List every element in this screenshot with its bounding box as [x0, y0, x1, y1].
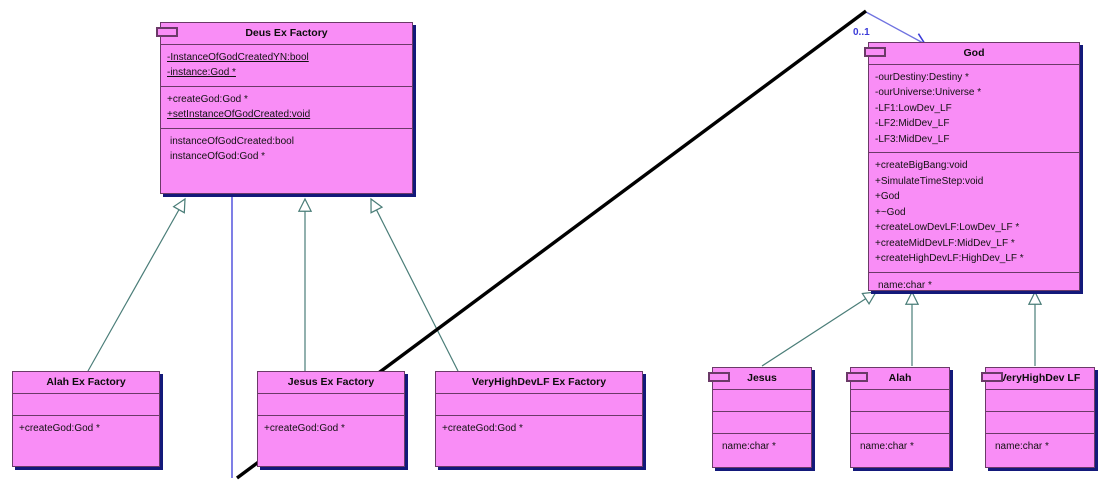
class-attribute: -LF3:MidDev_LF	[875, 133, 950, 145]
class-extras-alah: name:char *	[851, 432, 949, 460]
class-stereotype-tab-icon	[708, 372, 730, 382]
class-stereotype-tab-icon	[156, 27, 178, 37]
class-extra: name:char *	[860, 440, 914, 452]
class-stereotype-tab-icon	[981, 372, 1003, 382]
generalization-jesus-to-god	[761, 291, 878, 367]
class-operation: +SimulateTimeStep:void	[875, 175, 984, 187]
class-box-veryhighdevlf-ex-factory[interactable]: VeryHighDevLF Ex Factory +createGod:God …	[435, 371, 643, 467]
class-attribute: -LF1:LowDev_LF	[875, 102, 952, 114]
generalization-alah-factory-to-deus	[87, 197, 186, 372]
class-extra: name:char *	[722, 440, 776, 452]
class-title-alah-ex-factory: Alah Ex Factory	[46, 376, 126, 388]
class-operation: +setInstanceOfGodCreated:void	[167, 109, 311, 120]
class-stereotype-tab-icon	[864, 47, 886, 57]
class-attributes-jesus	[713, 388, 811, 411]
class-operations-jesus	[713, 410, 811, 433]
class-box-jesus[interactable]: Jesus name:char *	[708, 367, 812, 468]
class-extra: name:char *	[995, 440, 1049, 452]
class-title-veryhighdev-lf: VeryHighDev LF	[999, 372, 1081, 384]
class-attribute: -LF2:MidDev_LF	[875, 118, 950, 129]
class-attributes-jesus-ex-factory	[258, 392, 404, 415]
class-attributes-alah	[851, 388, 949, 411]
class-operations-alah-ex-factory: +createGod:God *	[13, 414, 159, 442]
class-operation: +~God	[875, 206, 906, 218]
class-extra: instanceOfGodCreated:bool	[170, 135, 294, 147]
class-title-god: God	[963, 47, 985, 59]
class-attribute: -instance:God *	[167, 67, 236, 78]
generalization-veryhighdevlf-factory-to-deus	[370, 197, 459, 372]
class-attribute: -InstanceOfGodCreatedYN:bool	[167, 51, 309, 63]
class-operations-alah	[851, 410, 949, 433]
class-operation: +createBigBang:void	[875, 160, 968, 171]
class-attribute: -ourDestiny:Destiny *	[875, 71, 969, 83]
class-box-jesus-ex-factory[interactable]: Jesus Ex Factory +createGod:God *	[257, 371, 405, 467]
class-attributes-veryhighdevlf-ex-factory	[436, 392, 642, 415]
class-extras-deus-ex-factory: instanceOfGodCreated:bool instanceOfGod:…	[161, 127, 412, 170]
class-attribute: -ourUniverse:Universe *	[875, 87, 982, 98]
class-operations-god: +createBigBang:void +SimulateTimeStep:vo…	[869, 152, 1079, 272]
class-box-deus-ex-factory[interactable]: Deus Ex Factory -InstanceOfGodCreatedYN:…	[156, 22, 413, 194]
class-title-deus-ex-factory: Deus Ex Factory	[245, 27, 328, 39]
class-operation: +createHighDevLF:HighDev_LF *	[875, 253, 1024, 264]
class-operation: +createLowDevLF:LowDev_LF *	[875, 222, 1020, 233]
multiplicity-label-0..1: 0..1	[853, 27, 870, 38]
class-box-god[interactable]: God -ourDestiny:Destiny * -ourUniverse:U…	[864, 42, 1080, 291]
class-title-jesus-ex-factory: Jesus Ex Factory	[287, 376, 375, 388]
class-operations-veryhighdev-lf	[986, 410, 1094, 433]
class-extras-jesus: name:char *	[713, 432, 811, 460]
class-operations-deus-ex-factory: +createGod:God * +setInstanceOfGodCreate…	[161, 85, 412, 128]
class-title-veryhighdevlf-ex-factory: VeryHighDevLF Ex Factory	[471, 376, 607, 388]
class-operation: +createGod:God *	[167, 93, 248, 105]
class-operation: +createGod:God *	[264, 422, 345, 434]
class-operation: +createGod:God *	[442, 422, 523, 434]
class-operation: +God	[875, 191, 900, 202]
class-extras-god: name:char *	[869, 271, 1079, 299]
class-box-alah-ex-factory[interactable]: Alah Ex Factory +createGod:God *	[12, 371, 160, 467]
class-attributes-deus-ex-factory: -InstanceOfGodCreatedYN:bool -instance:G…	[161, 43, 412, 86]
class-title-alah: Alah	[888, 372, 912, 384]
class-operation: +createMidDevLF:MidDev_LF *	[875, 237, 1015, 249]
class-stereotype-tab-icon	[846, 372, 868, 382]
class-operation: +createGod:God *	[19, 422, 100, 434]
class-attributes-alah-ex-factory	[13, 392, 159, 415]
class-extras-veryhighdev-lf: name:char *	[986, 432, 1094, 460]
class-operations-veryhighdevlf-ex-factory: +createGod:God *	[436, 414, 642, 442]
class-attributes-god: -ourDestiny:Destiny * -ourUniverse:Unive…	[869, 63, 1079, 153]
class-attributes-veryhighdev-lf	[986, 388, 1094, 411]
class-extra: name:char *	[878, 279, 932, 291]
class-operations-jesus-ex-factory: +createGod:God *	[258, 414, 404, 442]
class-extra: instanceOfGod:God *	[170, 151, 266, 162]
class-box-veryhighdev-lf[interactable]: VeryHighDev LF name:char *	[981, 367, 1095, 468]
class-box-alah[interactable]: Alah name:char *	[846, 367, 950, 468]
